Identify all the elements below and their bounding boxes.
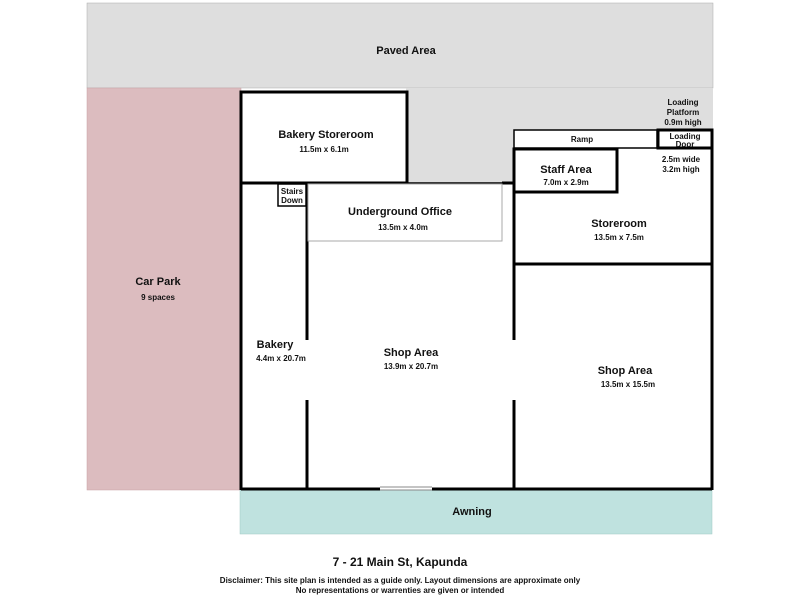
awning-label: Awning — [452, 506, 492, 518]
shop-area-right-name: Shop Area — [598, 365, 653, 377]
staff-area-walls — [512, 147, 619, 194]
paved-area-region-right — [620, 88, 713, 128]
loading-door-box — [656, 128, 714, 150]
loading-platform-line1: Loading — [667, 98, 698, 107]
door-size-line1: 2.5m wide — [662, 155, 701, 164]
staff-area-size: 7.0m x 2.9m — [543, 178, 588, 187]
stairs-label-1: Stairs — [281, 187, 304, 196]
car-park-region — [86, 87, 242, 491]
awning-region — [239, 489, 713, 535]
paved-area-region — [86, 2, 714, 89]
underground-office-outline — [307, 183, 503, 242]
shop-area-right-size: 13.5m x 15.5m — [601, 380, 655, 389]
bakery-storeroom-floor — [241, 92, 407, 184]
car-park-spaces: 9 spaces — [141, 293, 175, 302]
storeroom-size: 13.5m x 7.5m — [594, 233, 644, 242]
underground-office-size: 13.5m x 4.0m — [378, 223, 428, 232]
storeroom-name: Storeroom — [591, 218, 647, 230]
bakery-name: Bakery — [257, 339, 295, 351]
paved-area-label: Paved Area — [376, 45, 436, 57]
ramp-label: Ramp — [571, 135, 593, 144]
bakery-storeroom-size: 11.5m x 6.1m — [299, 145, 348, 154]
bakery-storeroom-name: Bakery Storeroom — [278, 129, 374, 141]
disclaimer-line-1: Disclaimer: This site plan is intended a… — [219, 576, 581, 585]
bakery-size: 4.4m x 20.7m — [256, 354, 306, 363]
car-park-label: Car Park — [135, 276, 181, 288]
staff-storeroom-floor — [514, 130, 712, 190]
stairs-label-2: Down — [281, 196, 303, 205]
loading-platform-line3: 0.9m high — [664, 118, 701, 127]
building-floor — [241, 183, 712, 489]
loading-door-label-2: Door — [676, 140, 695, 149]
stairs-down-box — [277, 183, 307, 207]
shop-area-centre-size: 13.9m x 20.7m — [384, 362, 438, 371]
door-size-line2: 3.2m high — [662, 165, 699, 174]
loading-platform-line2: Platform — [667, 108, 699, 117]
staff-area-name: Staff Area — [540, 164, 592, 176]
shop-area-centre-name: Shop Area — [384, 347, 439, 359]
property-address: 7 - 21 Main St, Kapunda — [332, 555, 468, 569]
loading-door-label-1: Loading — [669, 132, 700, 141]
underground-office-name: Underground Office — [348, 206, 452, 218]
disclaimer-line-2: No representations or warrenties are giv… — [295, 586, 505, 595]
